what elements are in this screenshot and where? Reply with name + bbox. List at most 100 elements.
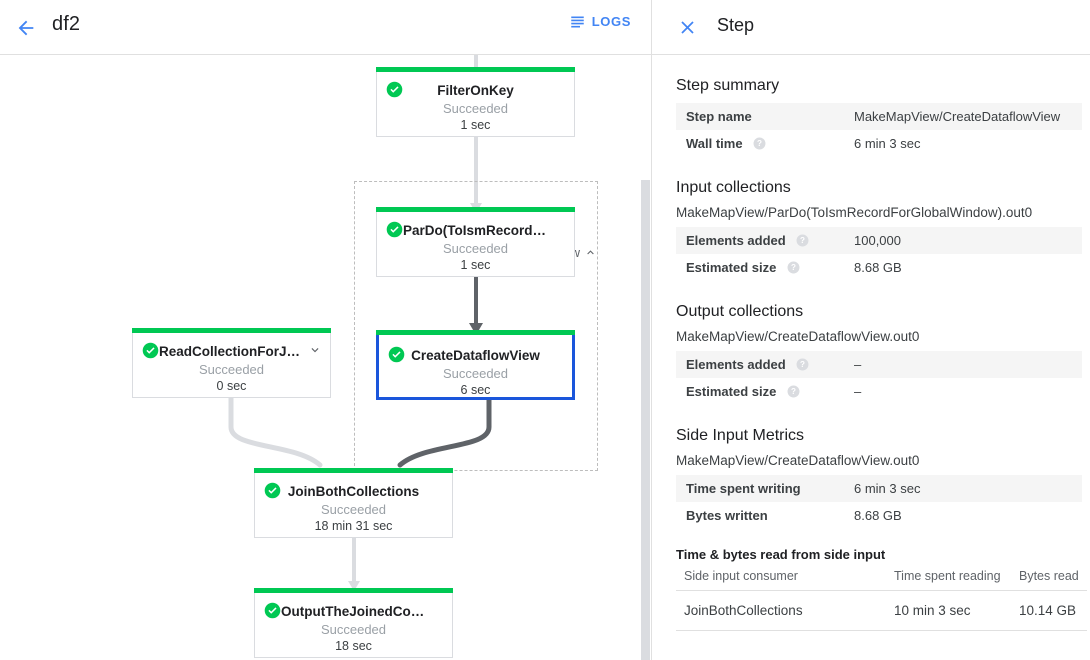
node-status-bar: [376, 207, 575, 212]
step-panel-header: Step: [652, 0, 1090, 55]
chevron-up-icon: [587, 250, 594, 255]
row-value: –: [854, 384, 862, 399]
left-toolbar: df2 LOGS: [0, 0, 651, 55]
node-duration: 0 sec: [216, 379, 247, 393]
input-collections-heading: Input collections: [676, 179, 791, 196]
check-circle-icon: [264, 482, 281, 499]
step-panel-title: Step: [717, 15, 755, 35]
column-header-time[interactable]: Time spent reading: [886, 564, 1011, 591]
help-icon[interactable]: ?: [787, 261, 800, 274]
node-status: Succeeded: [198, 362, 265, 377]
table-header-row: Side input consumer Time spent reading B…: [676, 564, 1087, 591]
table-row: Estimated size ? –: [676, 378, 1082, 405]
svg-text:?: ?: [800, 236, 805, 245]
svg-text:?: ?: [791, 263, 796, 272]
graph-vertical-scrollbar[interactable]: [641, 180, 650, 660]
svg-text:?: ?: [757, 139, 762, 148]
svg-text:?: ?: [791, 387, 796, 396]
node-name: OutputTheJoinedCollec…: [281, 604, 447, 619]
cell-time: 10 min 3 sec: [886, 590, 1011, 631]
row-value: MakeMapView/CreateDataflowView: [854, 109, 1061, 124]
node-name: FilterOnKey: [437, 83, 514, 98]
check-circle-icon: [386, 221, 403, 238]
node-status-bar: [132, 328, 331, 333]
row-value: 6 min 3 sec: [854, 136, 921, 151]
node-status: Succeeded: [442, 366, 509, 381]
help-icon[interactable]: ?: [796, 234, 809, 247]
row-key-label: Elements added: [686, 233, 786, 248]
side-input-metrics-heading: Side Input Metrics: [676, 427, 805, 444]
table-row: Time spent writing 6 min 3 sec: [676, 475, 1082, 502]
table-row: Wall time ? 6 min 3 sec: [676, 130, 1082, 157]
row-value: 8.68 GB: [854, 508, 902, 523]
step-details-panel: Step Step summary Step name MakeMapView/…: [651, 0, 1090, 660]
graph-node-output-the-joined-collection[interactable]: OutputTheJoinedCollec… Succeeded 18 sec: [254, 588, 453, 658]
node-status: Succeeded: [320, 502, 387, 517]
table-row: Elements added ? –: [676, 351, 1082, 378]
row-key: Estimated size ?: [676, 254, 844, 281]
row-value: 6 min 3 sec: [854, 481, 921, 496]
check-circle-icon: [264, 602, 281, 619]
node-duration: 1 sec: [460, 258, 491, 272]
row-key: Wall time ?: [676, 130, 844, 157]
logs-button[interactable]: LOGS: [570, 14, 631, 29]
input-collection-name: MakeMapView/ParDo(ToIsmRecordForGlobalWi…: [676, 205, 1033, 220]
makemapview-group: [354, 181, 598, 471]
graph-edges: [225, 55, 492, 591]
node-status-bar: [254, 588, 453, 593]
output-collections-table: Elements added ? – Estimated size ?: [676, 351, 1082, 405]
help-icon[interactable]: ?: [796, 358, 809, 371]
node-status-bar: [376, 67, 575, 72]
list-icon: [571, 16, 584, 28]
input-collections-table: Elements added ? 100,000 Estimated size …: [676, 227, 1082, 281]
graph-node-join-both-collections[interactable]: JoinBothCollections Succeeded 18 min 31 …: [254, 468, 453, 538]
help-icon[interactable]: ?: [753, 137, 766, 150]
page-title: df2: [52, 13, 81, 35]
row-key-label: Estimated size: [686, 384, 777, 399]
column-header-bytes[interactable]: Bytes read: [1011, 564, 1087, 591]
node-status: Succeeded: [442, 101, 509, 116]
output-collection-name: MakeMapView/CreateDataflowView.out0: [676, 329, 920, 344]
row-value: –: [854, 357, 862, 372]
row-key: Time spent writing: [686, 481, 801, 496]
cell-consumer: JoinBothCollections: [676, 590, 886, 631]
arrow-left-icon: [18, 20, 34, 36]
node-duration: 6 sec: [460, 383, 491, 397]
row-key-label: Elements added: [686, 357, 786, 372]
graph-node-filter-on-key[interactable]: FilterOnKey Succeeded 1 sec: [376, 67, 575, 137]
graph-node-pardo-toismrecordfor[interactable]: ParDo(ToIsmRecordFor… Succeeded 1 sec: [376, 207, 575, 277]
table-row: Estimated size ? 8.68 GB: [676, 254, 1082, 281]
node-duration: 1 sec: [460, 118, 491, 132]
row-key-label: Estimated size: [686, 260, 777, 275]
row-key: Elements added ?: [676, 351, 844, 378]
graph-node-create-dataflow-view[interactable]: CreateDataflowView Succeeded 6 sec: [376, 330, 575, 400]
node-duration: 18 min 31 sec: [314, 519, 393, 533]
table-row: Bytes written 8.68 GB: [676, 502, 1082, 529]
graph-node-read-collection-for-join[interactable]: ReadCollectionForJoin Succeeded 0 sec: [132, 328, 331, 398]
row-key: Bytes written: [686, 508, 768, 523]
node-duration: 18 sec: [335, 639, 372, 653]
check-circle-icon: [142, 342, 159, 359]
node-status: Succeeded: [442, 241, 509, 256]
node-status-bar: [376, 330, 575, 335]
row-key: Step name: [686, 109, 752, 124]
row-value: 100,000: [854, 233, 901, 248]
back-button[interactable]: [7, 9, 45, 47]
step-summary-table: Step name MakeMapView/CreateDataflowView…: [676, 103, 1082, 157]
chevron-down-icon[interactable]: [308, 343, 322, 357]
row-key: Elements added ?: [676, 227, 844, 254]
job-graph-canvas[interactable]: MakeMapView FilterOnKey Succeeded 1 sec: [0, 55, 651, 660]
side-input-collection-name: MakeMapView/CreateDataflowView.out0: [676, 453, 920, 468]
close-button[interactable]: [670, 10, 704, 44]
check-circle-icon: [386, 81, 403, 98]
table-row[interactable]: JoinBothCollections 10 min 3 sec 10.14 G…: [676, 590, 1087, 631]
step-panel-body: Step summary Step name MakeMapView/Creat…: [652, 55, 1090, 631]
row-key-label: Wall time: [686, 136, 743, 151]
row-value: 8.68 GB: [854, 260, 902, 275]
logs-label: LOGS: [591, 14, 631, 29]
side-input-metrics-table: Time spent writing 6 min 3 sec Bytes wri…: [676, 475, 1082, 529]
column-header-consumer[interactable]: Side input consumer: [676, 564, 886, 591]
help-icon[interactable]: ?: [787, 385, 800, 398]
side-input-reads-heading: Time & bytes read from side input: [676, 547, 886, 562]
